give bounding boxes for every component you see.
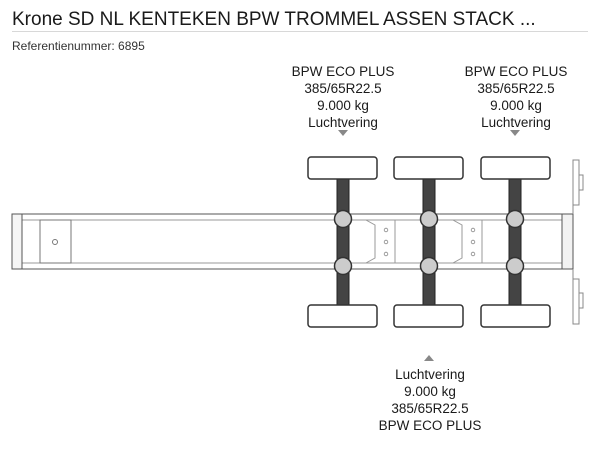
axle-load: 9.000 kg (317, 98, 369, 113)
axle-spec-1: BPW ECO PLUS 385/65R22.5 9.000 kg Luchtv… (268, 63, 418, 131)
axle-spec-3: BPW ECO PLUS 385/65R22.5 9.000 kg Luchtv… (441, 63, 591, 131)
axle-1 (307, 156, 378, 328)
axle-tire: 385/65R22.5 (391, 401, 469, 416)
axle-tire: 385/65R22.5 (304, 81, 382, 96)
axle-brand: BPW ECO PLUS (464, 64, 568, 79)
axle-tire: 385/65R22.5 (477, 81, 555, 96)
axle-2-pointer-icon (424, 355, 434, 361)
tire-top (307, 156, 378, 180)
axle-suspension: Luchtvering (481, 115, 551, 130)
reference-number: Referentienummer: 6895 (12, 39, 145, 53)
tire-bottom (480, 304, 551, 328)
axle-brand: BPW ECO PLUS (291, 64, 395, 79)
axle-suspension: Luchtvering (395, 367, 465, 382)
axle-3 (480, 156, 551, 328)
axle-load: 9.000 kg (490, 98, 542, 113)
tire-bottom (393, 304, 464, 328)
mount-holes (383, 227, 476, 257)
axle-load: 9.000 kg (404, 384, 456, 399)
tire-top (393, 156, 464, 180)
axle-brand: BPW ECO PLUS (378, 418, 482, 433)
axle-1-pointer-icon (338, 130, 348, 136)
axle-2 (393, 156, 464, 328)
chassis-frame (11, 159, 584, 325)
axle-3-pointer-icon (510, 130, 520, 136)
kingpin-icon (52, 239, 58, 245)
axle-spec-2: Luchtvering 9.000 kg 385/65R22.5 BPW ECO… (355, 366, 505, 434)
tire-top (480, 156, 551, 180)
tire-bottom (307, 304, 378, 328)
title-divider (12, 31, 588, 32)
page-title: Krone SD NL KENTEKEN BPW TROMMEL ASSEN S… (12, 9, 536, 30)
axle-suspension: Luchtvering (308, 115, 378, 130)
